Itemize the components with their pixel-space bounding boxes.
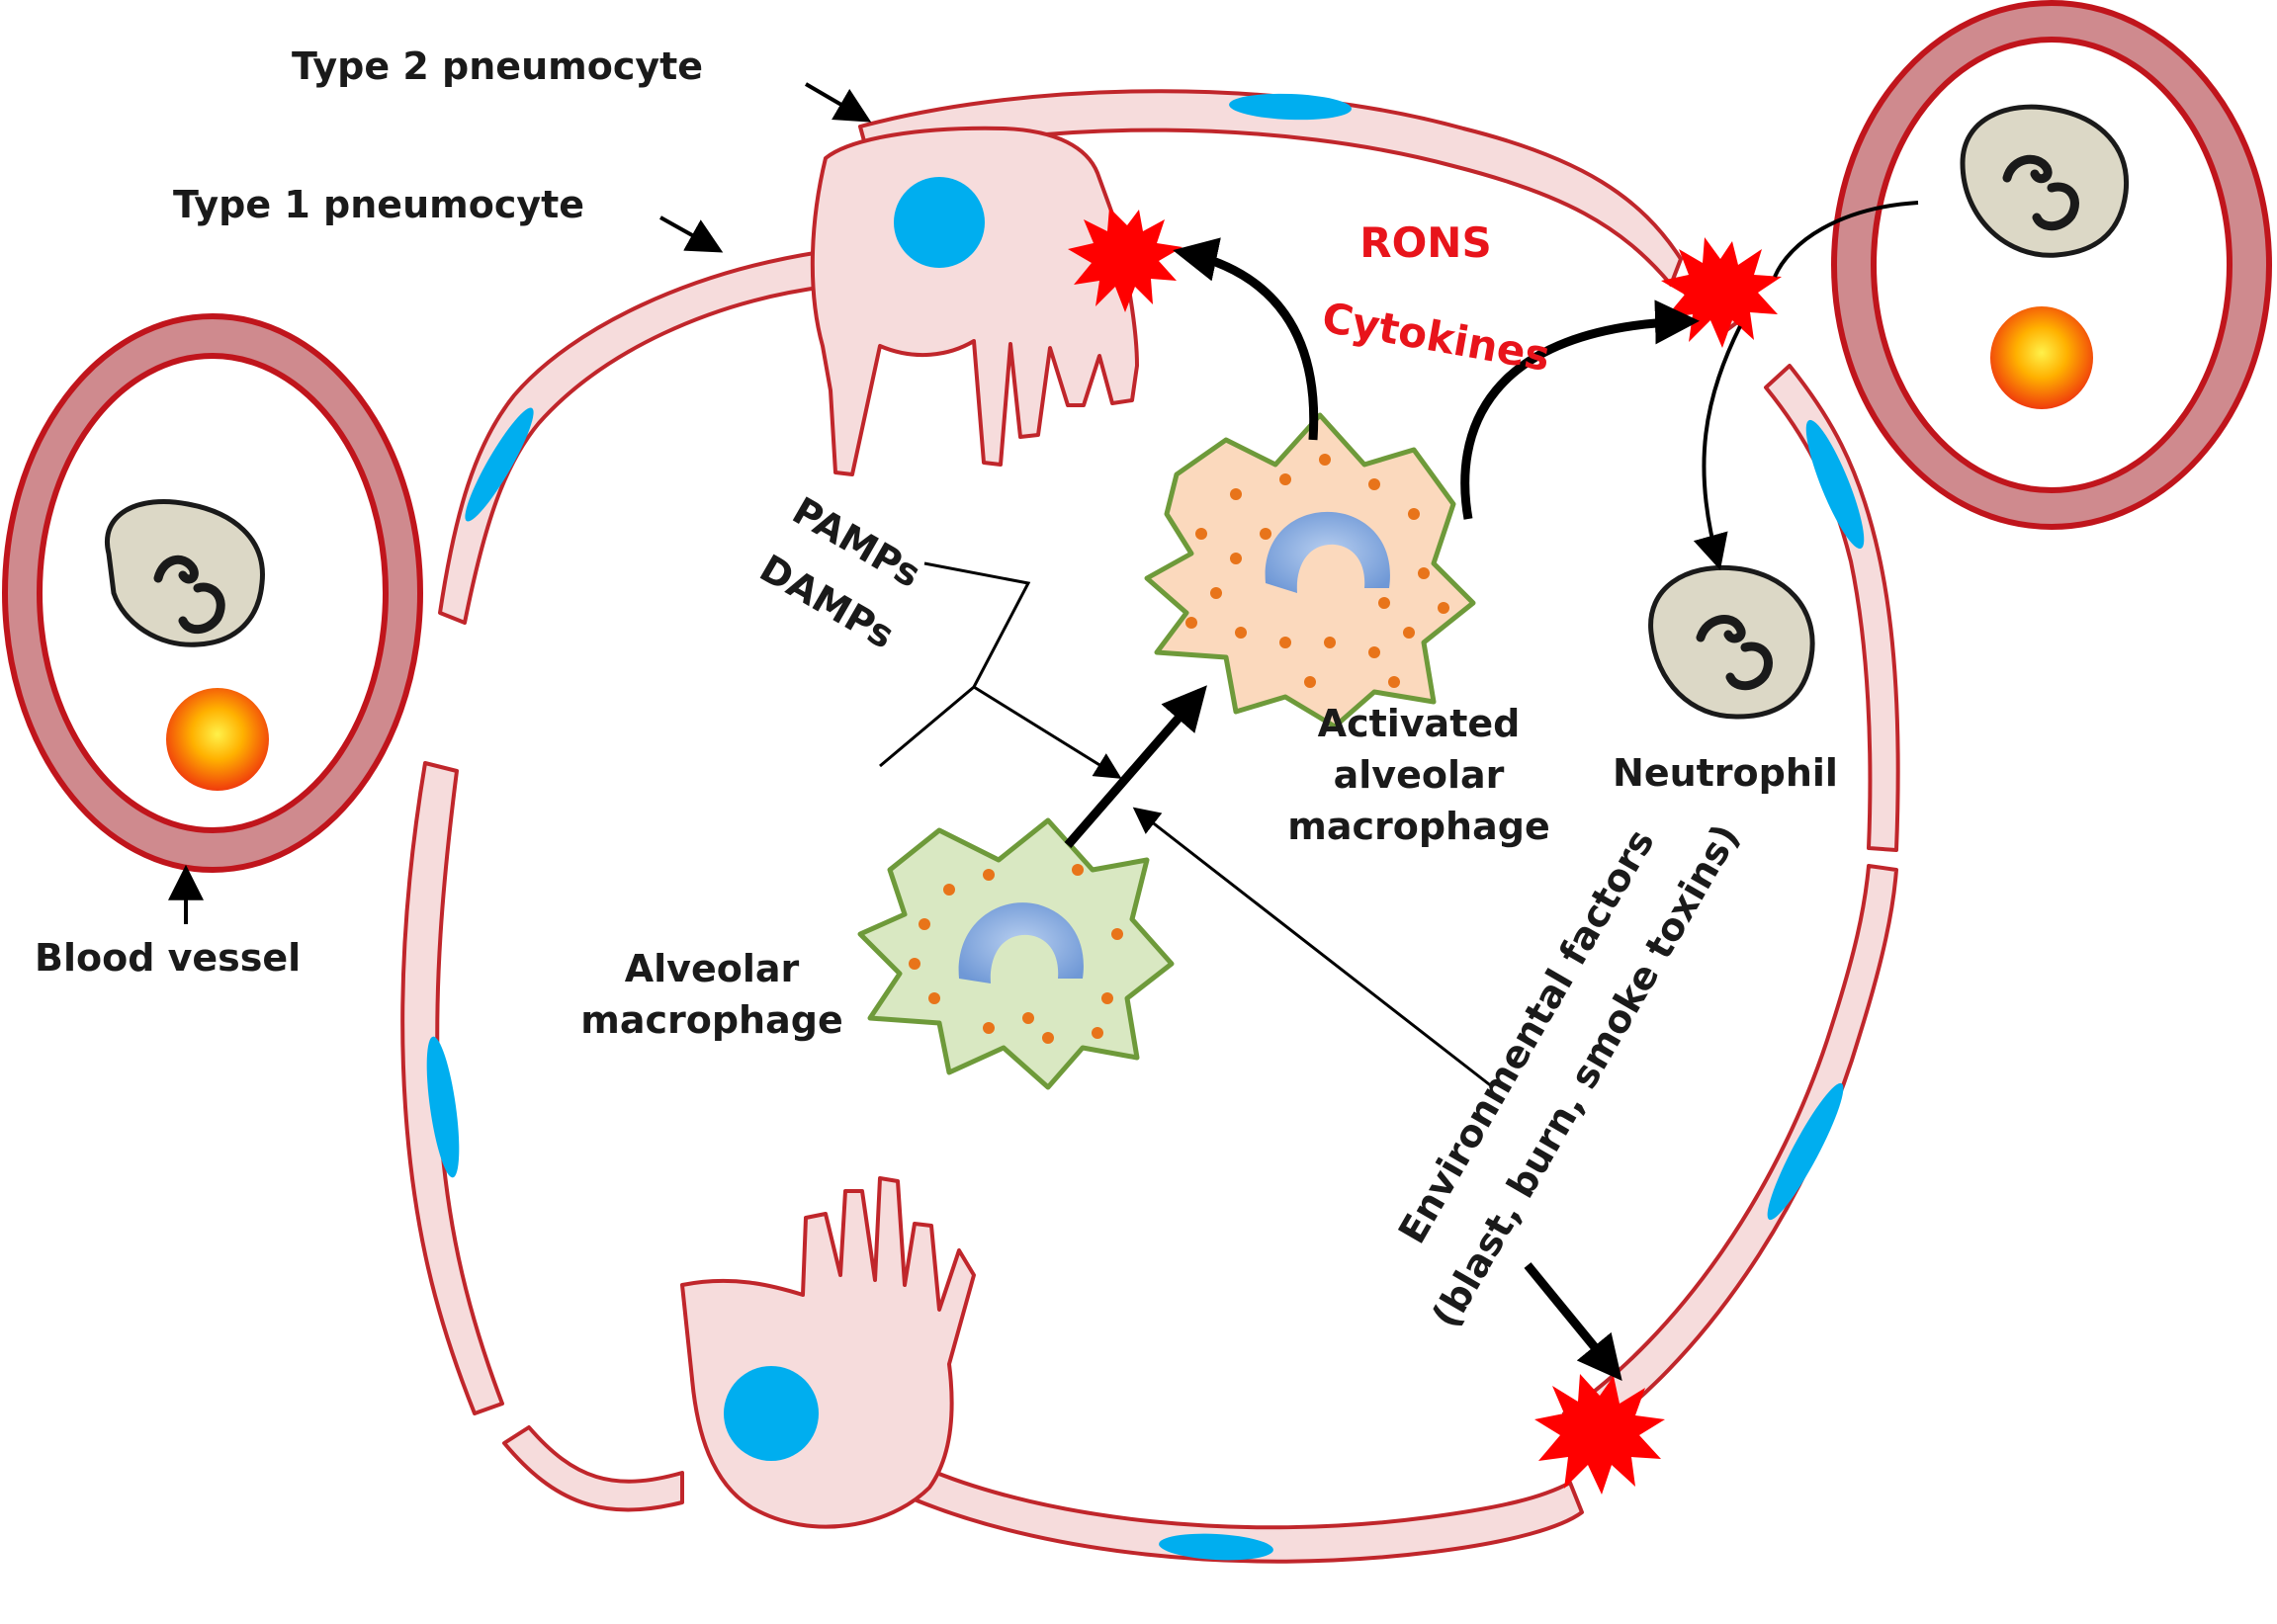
- macrophage-nucleus: [1265, 511, 1390, 593]
- env-factor-line: [1132, 807, 1494, 1089]
- pamps-bracket: [879, 561, 1031, 768]
- blood-vessel-label: Blood vessel: [35, 936, 301, 980]
- alveolar-macrophage-label: macrophage: [580, 998, 842, 1042]
- type1-label-arrow: [659, 215, 724, 253]
- type2-pneumocyte-label: Type 2 pneumocyte: [292, 44, 703, 88]
- neutrophil-extravasated: [1648, 564, 1815, 720]
- cytokines-label: Cytokines: [1319, 293, 1554, 381]
- type2-pneumocyte-top: [810, 126, 1139, 476]
- macrophage-granules: [1185, 454, 1449, 688]
- cytokine-arrow-type2: [1173, 237, 1319, 441]
- pamps-arrow: [973, 685, 1122, 779]
- injury-starburst: [1534, 1374, 1665, 1495]
- type2-nucleus: [894, 177, 985, 268]
- cell-nucleus: [1767, 1082, 1844, 1221]
- blood-vessel-right: [1831, 0, 2272, 530]
- neutrophil-recruitment-arrow: [1693, 325, 1742, 570]
- type1-pneumocyte-segment: [400, 761, 504, 1415]
- blood-vessel-left: [2, 313, 423, 873]
- type2-label-arrow: [804, 82, 872, 123]
- cell-nucleus: [1805, 419, 1865, 550]
- cell-nucleus: [1159, 1533, 1273, 1561]
- cytokine-arrow-vessel: [1460, 299, 1700, 520]
- type2-pneumocyte-bottom: [680, 1176, 976, 1529]
- arrows: [168, 82, 1919, 1381]
- neutrophil-nucleus: [1696, 615, 1773, 691]
- activated-macrophage-label: alveolar: [1334, 753, 1505, 797]
- injury-starburst: [1068, 208, 1182, 312]
- type1-pneumocyte-segment: [502, 1425, 684, 1512]
- neutrophil-nucleus: [153, 555, 225, 635]
- type2-pneumocyte-body: [810, 126, 1139, 476]
- injury-starburst: [1661, 237, 1782, 348]
- env-injury-arrow: [1524, 1262, 1622, 1381]
- red-blood-cell: [1990, 306, 2093, 409]
- type1-pneumocyte-segment: [1562, 864, 1898, 1445]
- type1-pneumocyte-segment: [908, 1466, 1584, 1564]
- cell-nucleus: [1229, 93, 1352, 121]
- activated-macrophage-label: Activated: [1318, 702, 1521, 745]
- type1-nuclei: [426, 93, 1865, 1561]
- rons-label: RONS: [1359, 218, 1491, 267]
- macrophage-body: [1144, 412, 1476, 729]
- red-blood-cell: [166, 688, 269, 791]
- type1-pneumocyte-label: Type 1 pneumocyte: [173, 183, 584, 226]
- type2-pneumocyte-body: [680, 1176, 976, 1529]
- neutrophil-label: Neutrophil: [1613, 751, 1838, 795]
- cell-nucleus: [426, 1036, 460, 1178]
- cell-nucleus: [465, 407, 534, 522]
- activated-alveolar-macrophage: [1144, 412, 1476, 729]
- injury-sites: [1068, 208, 1782, 1495]
- alveolar-macrophage: [857, 817, 1175, 1090]
- alveolar-macrophage-label: Alveolar: [625, 947, 800, 990]
- macrophage-nucleus: [958, 902, 1084, 983]
- type2-nucleus: [724, 1366, 819, 1461]
- macrophage-body: [857, 817, 1175, 1090]
- neutrophil-nucleus: [2002, 154, 2079, 231]
- activation-arrow: [1064, 685, 1207, 848]
- macrophage-granules: [909, 864, 1123, 1044]
- neutrophil-to-injury-line: [1773, 201, 1919, 278]
- activated-macrophage-label: macrophage: [1287, 805, 1549, 848]
